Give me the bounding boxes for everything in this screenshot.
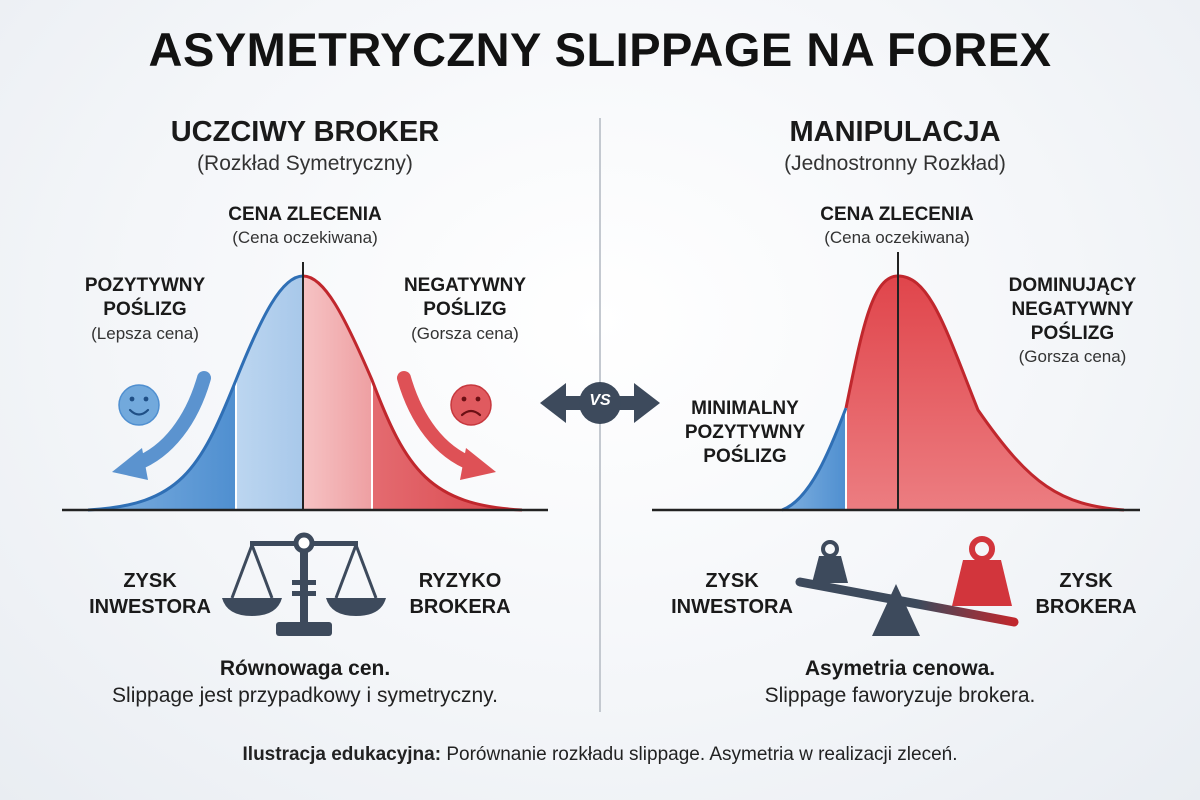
- left-panel-subtitle: (Rozkład Symetryczny): [197, 152, 413, 175]
- right-broker-label-1: ZYSK: [1059, 570, 1113, 592]
- right-conclusion-text: Slippage faworyzuje brokera.: [764, 684, 1036, 707]
- right-distribution-curve: [652, 252, 1140, 512]
- smile-face-icon: [118, 384, 160, 426]
- right-minimal-label-1: MINIMALNY: [691, 398, 799, 419]
- right-curve-outline-red: [844, 274, 1125, 512]
- left-curve-outline-blue: [87, 274, 304, 512]
- right-conclusion-bold: Asymetria cenowa.: [804, 657, 996, 680]
- left-order-price-title: CENA ZLECENIA: [228, 204, 382, 225]
- left-negative-sub: (Gorsza cena): [411, 324, 519, 343]
- small-weight-icon: [812, 540, 848, 583]
- right-dominant-label-3: POŚLIZG: [1030, 323, 1115, 344]
- left-conclusion-bold: Równowaga cen.: [219, 657, 391, 680]
- right-investor-label-1: ZYSK: [705, 570, 759, 592]
- right-order-price-title: CENA ZLECENIA: [820, 204, 974, 225]
- right-minimal-label-2: POZYTYWNY: [684, 422, 806, 443]
- left-red-arrow-icon: [397, 371, 496, 480]
- left-negative-label-2: POŚLIZG: [423, 299, 507, 320]
- right-investor-label-2: INWESTORA: [671, 596, 793, 618]
- left-broker-label-1: RYZYKO: [418, 570, 502, 592]
- left-blue-arrow-icon: [112, 371, 211, 480]
- main-title: ASYMETRYCZNY SLIPPAGE NA FOREX: [148, 23, 1052, 76]
- left-blue-outer-area: [88, 380, 236, 510]
- left-positive-label-1: POZYTYWNY: [84, 275, 206, 296]
- vs-arrows-icon: [540, 382, 660, 424]
- right-dominant-sub: (Gorsza cena): [1018, 347, 1127, 366]
- right-minimal-label-3: POŚLIZG: [703, 446, 787, 467]
- footer-text: Porównanie rozkładu slippage. Asymetria …: [441, 744, 958, 765]
- left-conclusion-text: Slippage jest przypadkowy i symetryczny.: [112, 684, 498, 707]
- left-positive-sub: (Lepsza cena): [91, 324, 199, 343]
- tilted-seesaw-icon: [795, 536, 1019, 636]
- left-distribution-curve: [62, 262, 548, 512]
- left-broker-label-2: BROKERA: [409, 596, 511, 618]
- right-dominant-label-2: NEGATYWNY: [1011, 299, 1134, 320]
- right-broker-label-2: BROKERA: [1035, 596, 1137, 618]
- sad-face-icon: [450, 384, 492, 426]
- right-panel-subtitle: (Jednostronny Rozkład): [784, 152, 1006, 175]
- balance-scale-icon: [222, 532, 386, 636]
- footer-caption: Ilustracja edukacyjna: Porównanie rozkła…: [0, 744, 1200, 766]
- left-negative-label-1: NEGATYWNY: [403, 275, 527, 296]
- right-red-area: [846, 276, 1124, 510]
- left-order-price-sub: (Cena oczekiwana): [232, 228, 378, 247]
- right-order-price-sub: (Cena oczekiwana): [824, 228, 970, 247]
- right-curve-outline-blue: [781, 407, 848, 512]
- big-weight-icon: [952, 536, 1012, 606]
- left-blue-inner-area: [236, 276, 303, 510]
- left-red-outer-area: [372, 380, 522, 510]
- right-panel-title: MANIPULACJA: [789, 116, 1001, 148]
- right-dominant-label-1: DOMINUJĄCY: [1008, 275, 1137, 296]
- left-investor-label-2: INWESTORA: [89, 596, 211, 618]
- left-investor-label-1: ZYSK: [123, 570, 177, 592]
- left-red-inner-area: [303, 276, 372, 510]
- right-blue-area: [782, 408, 846, 510]
- left-curve-outline-red: [302, 274, 523, 512]
- left-positive-label-2: POŚLIZG: [103, 299, 187, 320]
- vs-label: VS: [589, 392, 611, 409]
- footer-bold: Ilustracja edukacyjna:: [242, 744, 442, 765]
- left-panel-title: UCZCIWY BROKER: [170, 116, 440, 148]
